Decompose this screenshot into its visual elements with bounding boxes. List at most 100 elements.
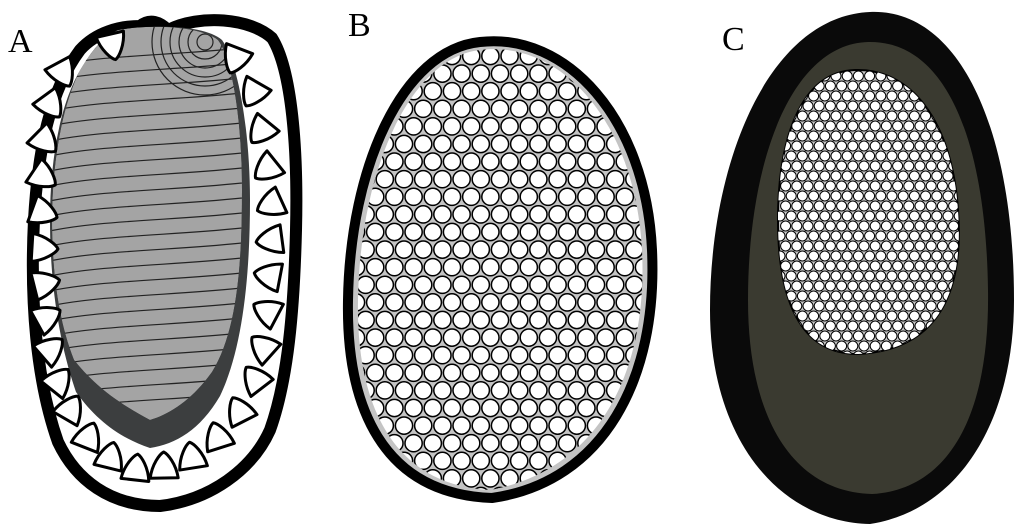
fibril [926,281,936,291]
fibril [853,331,863,341]
fibril [781,241,791,251]
fibril [881,141,891,151]
fibril [898,131,908,141]
fibril [405,118,422,135]
fibril [395,311,412,328]
fibril [530,65,547,82]
fibril [926,201,936,211]
fibril [395,206,412,223]
fibril [825,101,835,111]
fibril [607,171,624,188]
fibril [453,347,470,364]
fibril [424,153,441,170]
fibril [587,311,604,328]
fibril [395,171,412,188]
fibril [848,201,858,211]
fibril [597,47,614,64]
fibril [472,65,489,82]
fibril [453,241,470,258]
fibril [853,291,863,301]
fibril [786,271,796,281]
fibril [853,91,863,101]
fibril [915,281,925,291]
fibril [848,221,858,231]
fibril [814,281,824,291]
fibril [434,347,451,364]
fibril [814,201,824,211]
fibril [820,91,830,101]
fibril [539,435,556,452]
fibril [881,281,891,291]
fibril [893,321,903,331]
fibril [443,364,460,381]
fibril [415,100,432,117]
fibril [376,487,393,504]
fibril [937,221,947,231]
fibril [501,435,518,452]
fibril [887,251,897,261]
fibril [386,259,403,276]
fibril [870,161,880,171]
fibril [626,417,643,434]
fibril [443,188,460,205]
fibril [848,341,858,351]
fibril [809,151,819,161]
fibril [853,171,863,181]
fibril [915,321,925,331]
fibril [482,83,499,100]
fibril [797,311,807,321]
fibril [559,153,576,170]
fibril [511,417,528,434]
fibril [491,171,508,188]
fibril [501,329,518,346]
fibril [463,399,480,416]
fibril [932,271,942,281]
fibril [831,231,841,241]
fibril [559,329,576,346]
fibril [786,171,796,181]
fibril [842,91,852,101]
fibril [549,135,566,152]
fibril [876,151,886,161]
fibril [876,91,886,101]
fibril [803,321,813,331]
fibril [549,417,566,434]
fibril [814,181,824,191]
fibril [876,111,886,121]
fibril [842,191,852,201]
fibril [626,487,643,504]
fibril [482,399,499,416]
fibril [635,47,652,64]
fibril [578,259,595,276]
fibril [887,151,897,161]
fibril [626,100,643,117]
fibril [463,435,480,452]
fibril [887,231,897,241]
fibril [786,191,796,201]
fibril [568,135,585,152]
fibril [926,241,936,251]
fibril [831,171,841,181]
fibril [898,271,908,281]
fibril [549,311,566,328]
fibril [491,65,508,82]
fibril [424,435,441,452]
fibril [453,135,470,152]
fibril [909,131,919,141]
fibril [491,135,508,152]
fibril [405,294,422,311]
fibril [491,241,508,258]
fibril [803,201,813,211]
fibril [820,311,830,321]
fibril [943,191,953,201]
fibril [893,141,903,151]
fibril [865,151,875,161]
fibril [848,81,858,91]
fibril [424,83,441,100]
fibril [825,81,835,91]
fibril [898,331,908,341]
fibril [909,191,919,201]
fibril [530,276,547,293]
fibril [921,251,931,261]
fibril [491,206,508,223]
